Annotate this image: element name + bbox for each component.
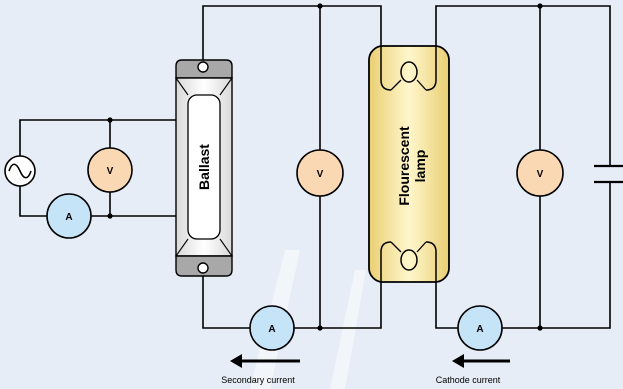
caption-secondary-current: Secondary current — [221, 375, 295, 385]
wire-secondary-bottom-right — [294, 282, 382, 329]
fluorescent-lamp: Flourescent lamp — [368, 45, 450, 283]
voltmeter-primary: V — [87, 147, 133, 193]
lamp-label-line2: lamp — [412, 150, 428, 183]
ammeter-cathode: A — [457, 305, 503, 351]
wires — [19, 3, 611, 331]
wire-secondary-top — [202, 5, 382, 62]
wire-cathode-bottom-left — [435, 282, 458, 329]
wire-primary-left-bottom — [19, 182, 47, 217]
wire-cathode-bottom-right — [502, 183, 611, 329]
voltmeter-primary-symbol: V — [107, 166, 114, 177]
ammeter-primary: A — [46, 193, 92, 239]
capacitor-icon — [594, 164, 623, 184]
caption-cathode-current: Cathode current — [436, 375, 501, 385]
lamp-label-line1: Flourescent — [396, 126, 412, 206]
wire-secondary-bottom-left — [202, 272, 250, 329]
voltmeter-secondary-symbol: V — [317, 169, 324, 180]
voltmeter-secondary: V — [296, 149, 344, 197]
voltmeter-cathode: V — [516, 149, 564, 197]
ballast: Ballast — [175, 59, 233, 277]
ammeter-secondary: A — [249, 305, 295, 351]
arrow-left-icon — [230, 354, 300, 368]
ballast-label: Ballast — [196, 144, 212, 190]
voltmeter-cathode-symbol: V — [537, 169, 544, 180]
wire-primary-top — [19, 119, 176, 160]
ammeter-secondary-symbol: A — [268, 324, 275, 335]
wire-cathode-top — [435, 5, 611, 165]
ac-source-icon — [4, 155, 36, 187]
ammeter-cathode-symbol: A — [476, 324, 483, 335]
arrow-left-icon — [452, 354, 510, 368]
ammeter-primary-symbol: A — [65, 212, 72, 223]
